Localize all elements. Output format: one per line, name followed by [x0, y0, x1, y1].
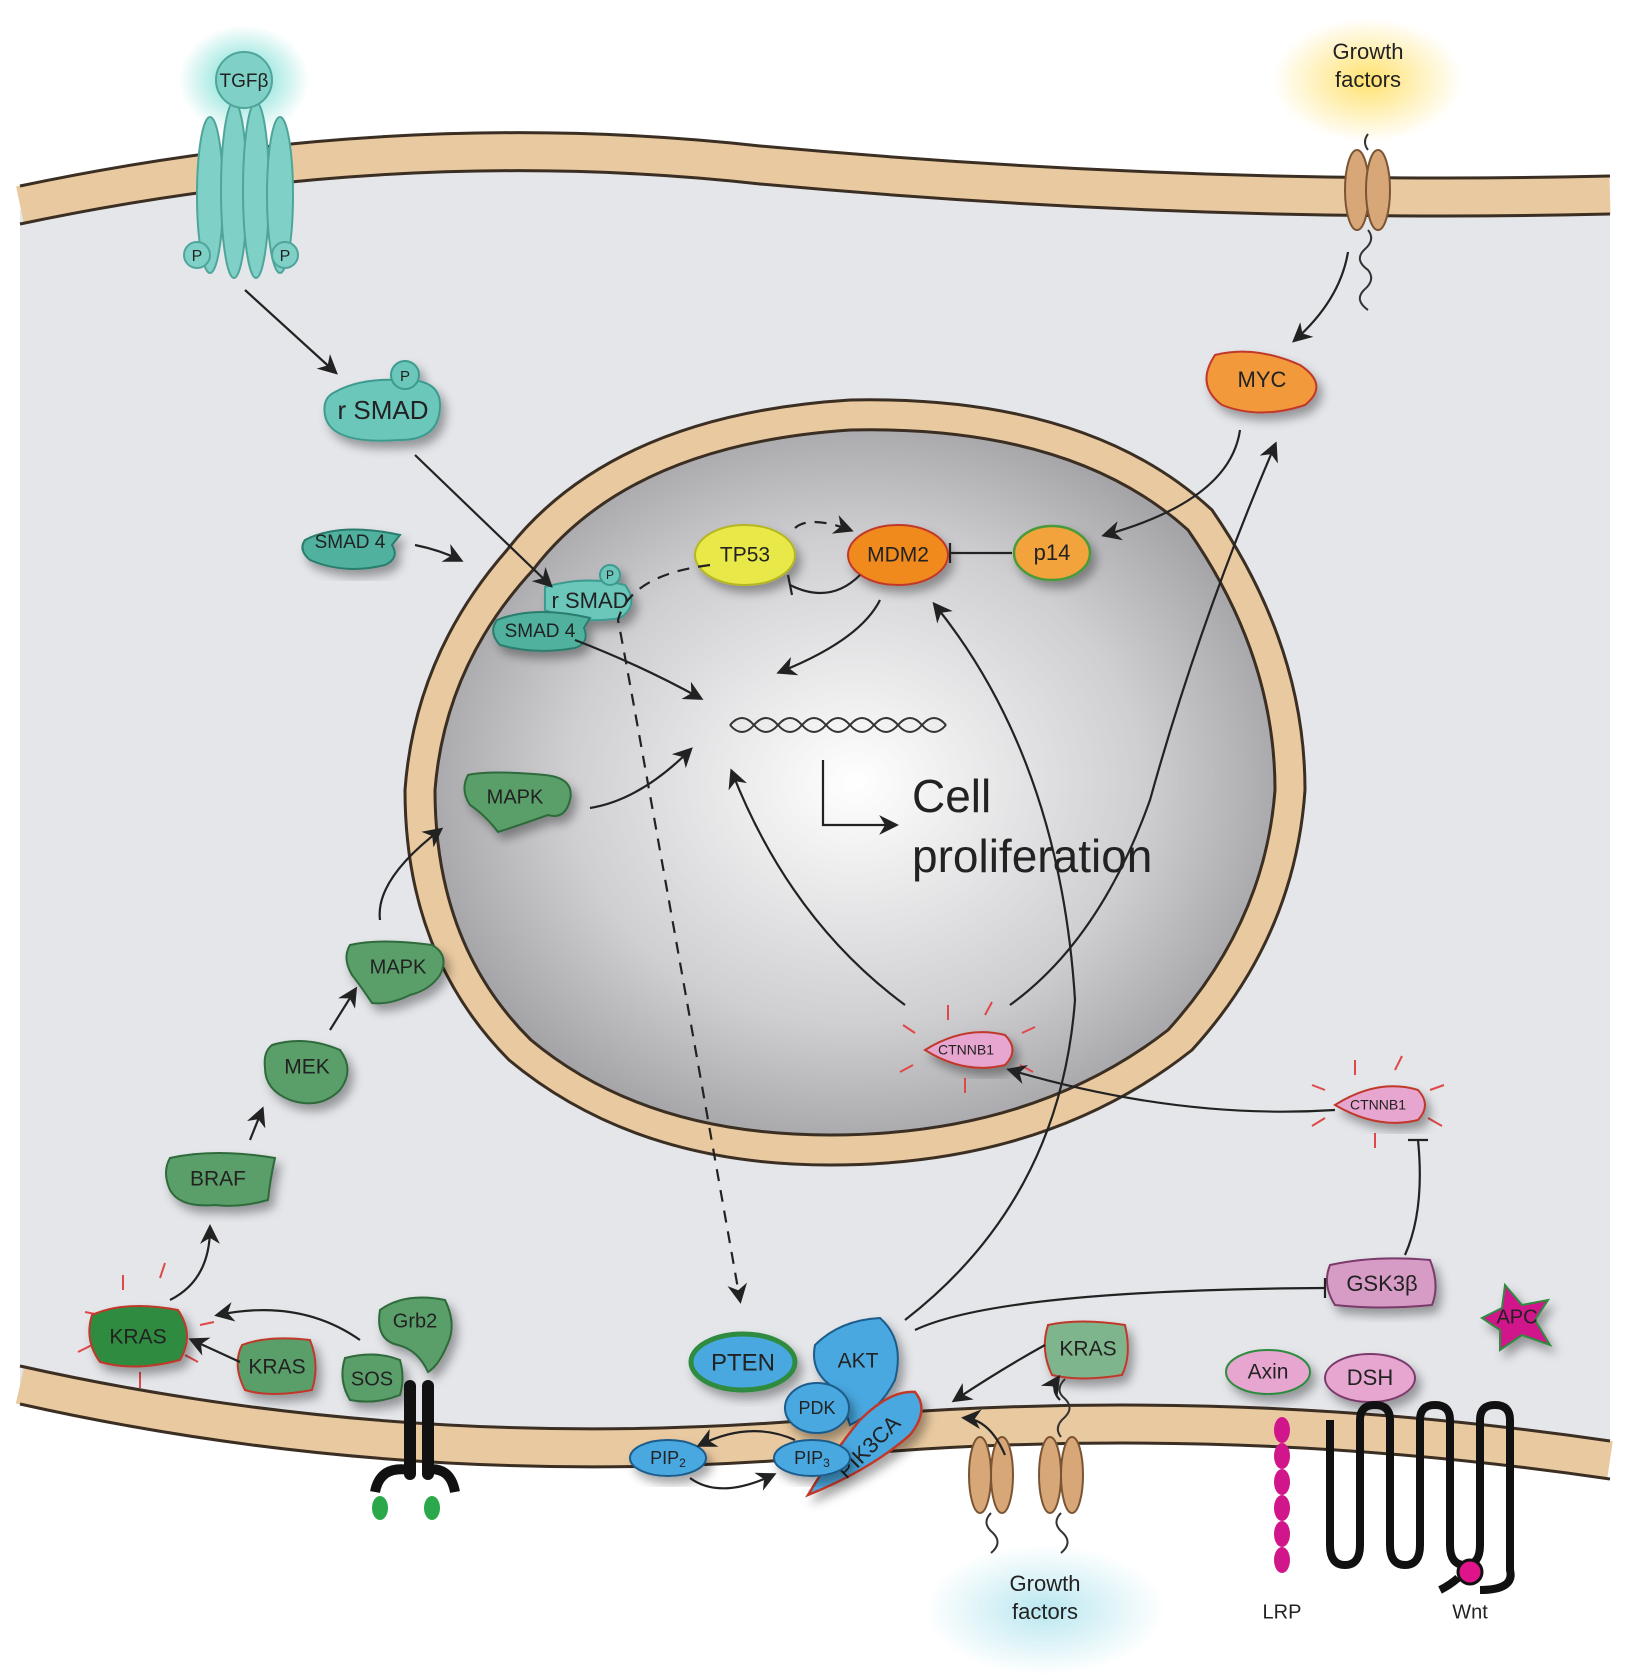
- mdm2-label: MDM2: [867, 544, 929, 567]
- phospho-receptor-right: P: [280, 248, 291, 265]
- ctnnb1-node: [1333, 1085, 1426, 1124]
- kras-node: [236, 1337, 317, 1395]
- pip3-label: PIP3: [794, 1448, 830, 1470]
- sos-label: SOS: [351, 1368, 393, 1390]
- kras-active-node: [88, 1305, 188, 1368]
- rsmad-label: r SMAD: [338, 395, 429, 425]
- kras-label: KRAS: [248, 1356, 305, 1379]
- rsmad-nuclear-label: r SMAD: [552, 588, 629, 613]
- frizzled-receptor: [1326, 1400, 1515, 1594]
- dna-strand-b: [729, 717, 947, 733]
- axin-label: Axin: [1248, 1361, 1289, 1384]
- mdm2-node: [847, 524, 949, 586]
- lrp-label: LRP: [1263, 1601, 1302, 1623]
- pip2-node: [629, 1439, 707, 1477]
- inhibition-lines: [786, 543, 1428, 1331]
- rtk-receptor: [370, 1380, 460, 1520]
- rsmad-nuclear-phospho: P: [606, 568, 614, 582]
- ctnnb1-label: CTNNB1: [1350, 1097, 1406, 1113]
- kras-right-label: KRAS: [1059, 1338, 1116, 1361]
- growth-factors-bottom-glow: [925, 1545, 1165, 1675]
- outcome-cell: Cell: [912, 770, 991, 822]
- kras-active-label: KRAS: [109, 1326, 166, 1349]
- gf-receptors-bottom: [968, 1378, 1084, 1554]
- pdk-label: PDK: [798, 1398, 835, 1418]
- mapk-nuclear-label: MAPK: [487, 786, 544, 808]
- wnt-ligand: [1456, 1558, 1484, 1586]
- ctnnb1-nuclear-node: [923, 1031, 1014, 1069]
- frizzled-tail: [1438, 1574, 1461, 1594]
- dna-strand-a: [729, 717, 947, 733]
- pdk-node: [784, 1382, 850, 1434]
- nuclear-envelope-outline-outer: [403, 398, 1307, 1167]
- wnt-label: Wnt: [1452, 1601, 1488, 1623]
- mek-label: MEK: [284, 1056, 330, 1079]
- p14-node: [1012, 524, 1092, 582]
- tp53-node: [694, 524, 796, 586]
- smad4-nuclear-label: SMAD 4: [505, 621, 576, 642]
- grb2-label: Grb2: [393, 1310, 437, 1332]
- smad4-node: [301, 528, 402, 570]
- braf-node: [165, 1152, 277, 1207]
- gsk3b-label: GSK3β: [1346, 1271, 1417, 1296]
- ctnnb1-nuclear-spikes: [899, 1001, 1036, 1093]
- pip2-label: PIP2: [650, 1448, 686, 1470]
- dsh-label: DSH: [1347, 1365, 1393, 1390]
- grb2-node: [378, 1296, 453, 1374]
- ctnnb1-spikes: [1311, 1055, 1445, 1148]
- mapk-node: [345, 940, 445, 1005]
- mapk-nuclear-node: [463, 771, 572, 834]
- myc-label: MYC: [1238, 367, 1287, 392]
- transcription-arrow: [821, 760, 899, 835]
- pten-node: [688, 1331, 798, 1393]
- tgfb-label: TGFβ: [220, 71, 269, 92]
- pip3-node: [773, 1439, 851, 1477]
- rsmad-node: [323, 360, 442, 442]
- lrp-receptor: [1274, 1417, 1290, 1573]
- interaction-arrows: [169, 251, 1350, 1491]
- apc-label: APC: [1496, 1306, 1537, 1328]
- smad4-label: SMAD 4: [315, 532, 386, 553]
- myc-node: [1205, 350, 1318, 414]
- gf-receptor-top: [1344, 133, 1391, 311]
- apc-node: [1480, 1282, 1553, 1352]
- phospho-receptor-left: P: [192, 248, 203, 265]
- braf-label: BRAF: [190, 1168, 246, 1191]
- tp53-label: TP53: [720, 544, 770, 567]
- nuclear-envelope-outline-inner: [433, 428, 1277, 1137]
- akt-label: AKT: [838, 1350, 879, 1373]
- pten-label: PTEN: [711, 1349, 775, 1376]
- mapk-label: MAPK: [370, 956, 427, 978]
- ctnnb1-nuclear-label: CTNNB1: [938, 1042, 994, 1058]
- outcome-proliferation: proliferation: [912, 830, 1152, 882]
- rsmad-phospho: P: [400, 368, 410, 385]
- gsk3b-node: [1325, 1257, 1437, 1309]
- kras-right-node: [1043, 1320, 1129, 1380]
- mek-node: [263, 1040, 349, 1105]
- growth-factors-top-glow: [1273, 18, 1463, 142]
- p14-label: p14: [1034, 540, 1071, 565]
- sos-node: [341, 1353, 404, 1403]
- smad-complex-nuclear: [492, 564, 633, 652]
- tgfb-receptor: [183, 51, 299, 279]
- axin-node: [1225, 1349, 1311, 1395]
